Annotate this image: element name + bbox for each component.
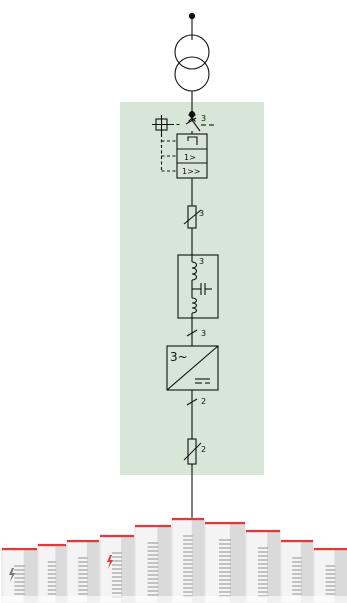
battery-cabinet [134,524,172,603]
breaker-pole-count: 3 [201,114,206,123]
ac-pole-tick [186,329,198,337]
ground-fade [0,596,347,603]
battery-cabinet [204,521,246,603]
cabinet-grill [111,552,123,598]
cabinet-grill [325,565,336,595]
cabinet-grill [78,557,88,595]
protection-relay-box [176,133,208,179]
cabinet-grill [47,561,57,595]
battery-cabinet [280,539,314,603]
lightning-bolt-icon [107,555,113,569]
filter-box [177,254,219,319]
dc-fuse-pole-count: 2 [201,445,206,454]
cabinet-grill [147,542,159,596]
short-circuit-label: 1>> [182,167,201,176]
inverter-ac-symbol: 3~ [170,350,188,364]
inverter-ac-pole-count: 3 [201,329,206,338]
dc-pole-tick [186,398,198,406]
transformer-symbol [174,34,210,92]
inverter-dc-pole-count: 2 [201,397,206,406]
battery-cabinet [99,534,135,603]
ac-fuse-pole-count: 3 [199,209,204,218]
battery-cabinet [66,539,100,603]
battery-bank [0,517,347,603]
inverter-dc-symbol [195,378,210,384]
mechanical-link-dashed [160,123,180,172]
circuit-breaker-symbol [185,114,214,134]
battery-cabinet [171,517,205,603]
battery-cabinet [245,529,281,603]
battery-cabinet [313,547,347,603]
cabinet-grill [14,565,25,595]
battery-cabinet [37,543,67,603]
filter-pole-count: 3 [199,257,204,266]
battery-cabinet [1,547,38,603]
trip-mechanism-icon [152,115,171,134]
overload-label: 1> [184,153,196,162]
lightning-bolt-icon [9,568,15,582]
cabinet-grill [219,539,231,597]
cabinet-grill [292,557,302,595]
cabinet-grill [257,547,269,597]
